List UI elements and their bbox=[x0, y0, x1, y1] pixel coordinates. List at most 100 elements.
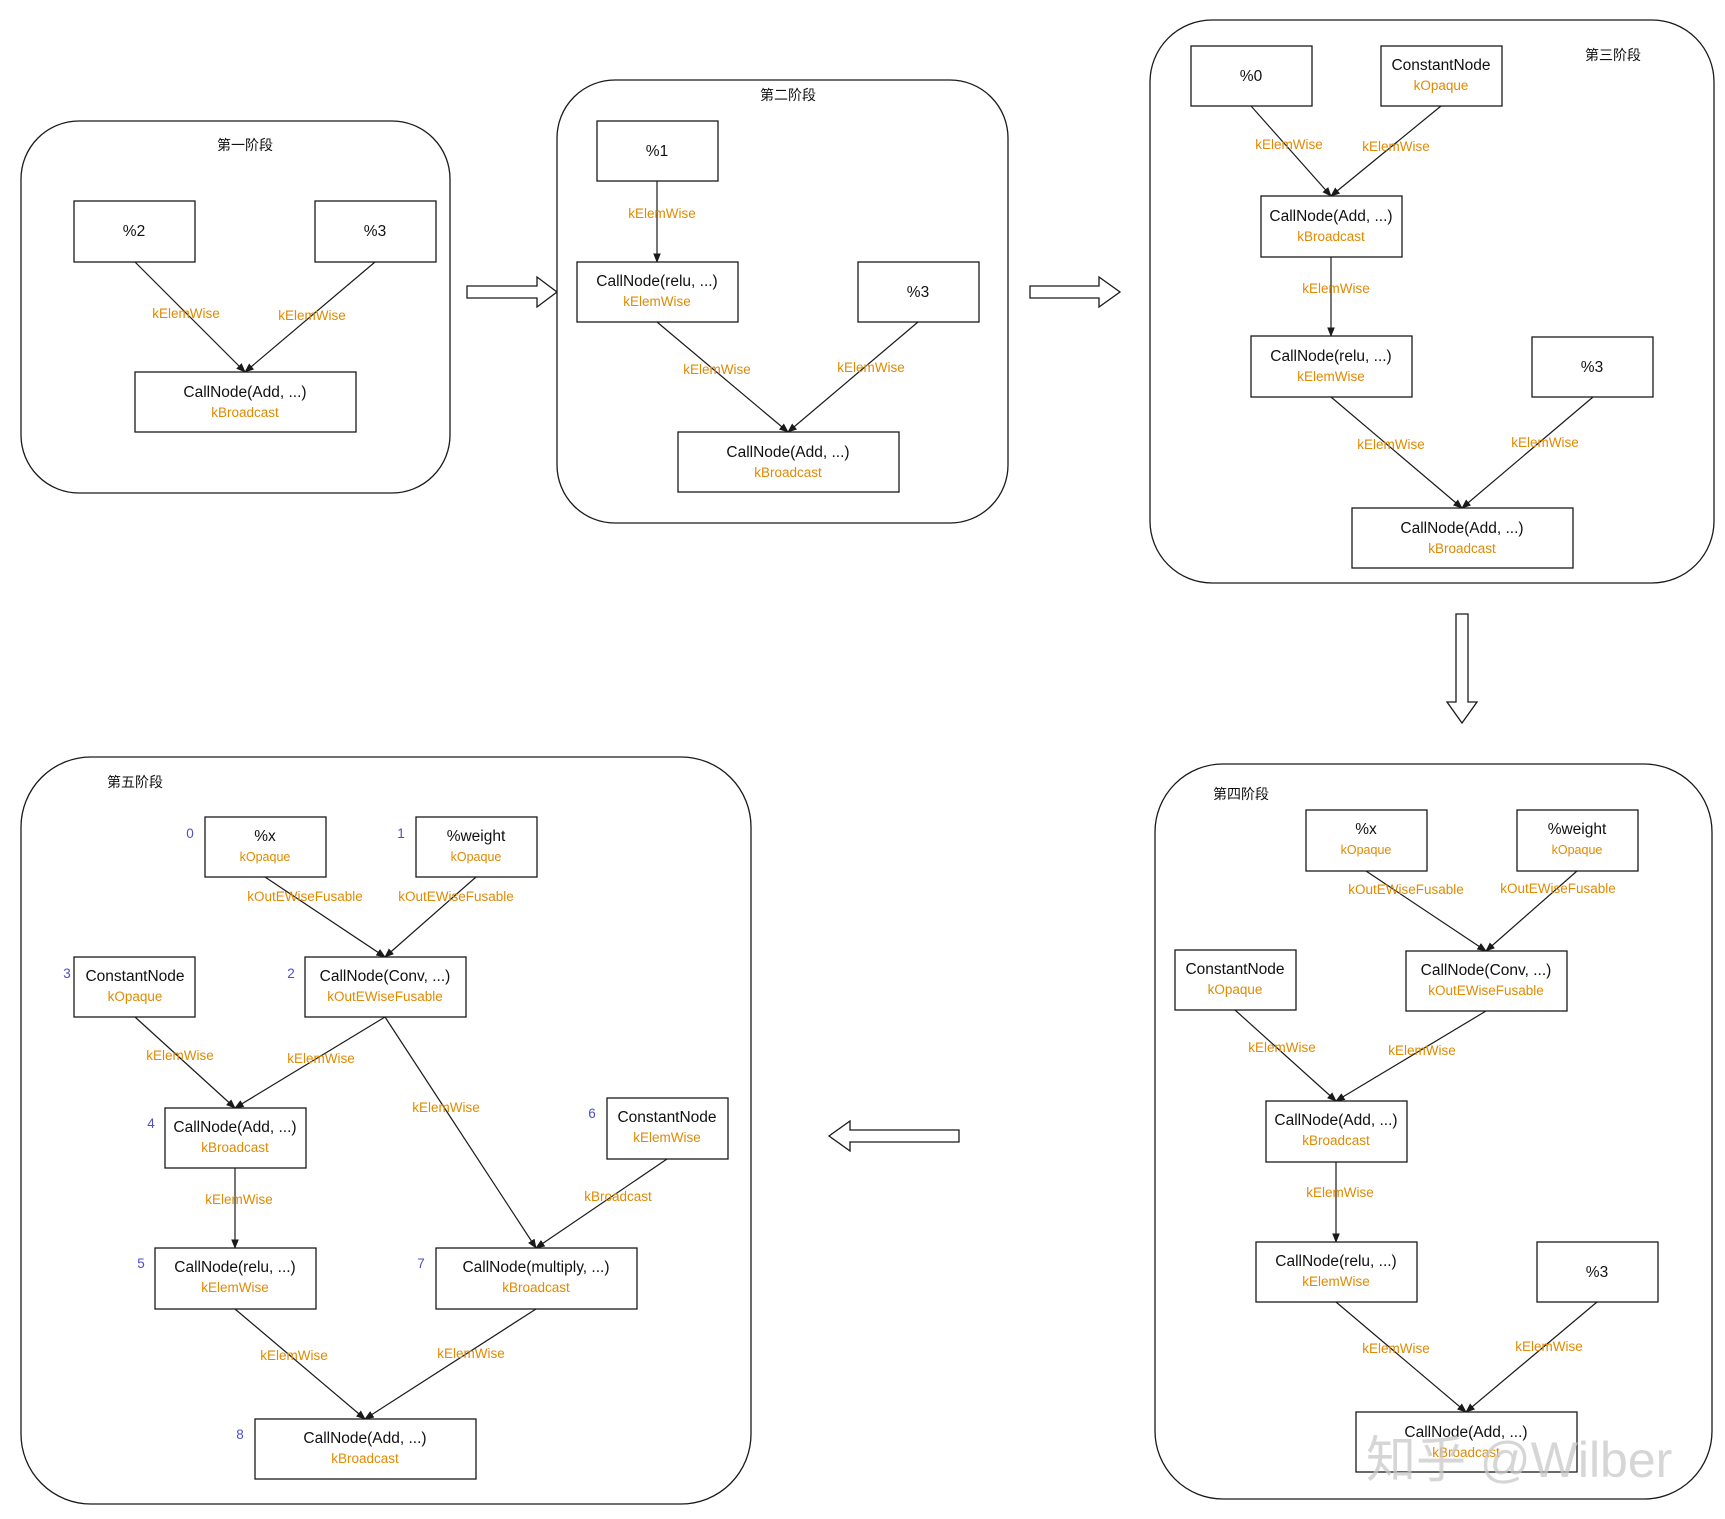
stage-2-title: 第二阶段 bbox=[760, 87, 816, 103]
svg-text:kOpaque: kOpaque bbox=[1208, 982, 1263, 997]
svg-text:kOpaque: kOpaque bbox=[240, 850, 291, 864]
s3-edge-2-label: kElemWise bbox=[1362, 139, 1430, 154]
s5-node-7-multiply: 7 CallNode(multiply, ...) kBroadcast bbox=[417, 1247, 638, 1310]
s4-node-add-1: CallNode(Add, ...) kBroadcast bbox=[1265, 1100, 1408, 1163]
svg-text:kBroadcast: kBroadcast bbox=[1432, 1445, 1500, 1460]
stage-3-title: 第三阶段 bbox=[1585, 47, 1641, 63]
s4-edge-7 bbox=[1465, 1301, 1598, 1413]
svg-text:kOutEWiseFusable: kOutEWiseFusable bbox=[1428, 983, 1544, 998]
s5-edge-5-label: kElemWise bbox=[412, 1100, 480, 1115]
stage-2-panel: 第二阶段 kElemWise kElemWise kElemWise %1 Ca… bbox=[556, 79, 1009, 524]
svg-text:%weight: %weight bbox=[447, 828, 506, 845]
stage-3-panel: 第三阶段 kElemWise kElemWise kElemWise kElem… bbox=[1149, 19, 1715, 584]
svg-text:CallNode(Conv, ...): CallNode(Conv, ...) bbox=[1421, 962, 1552, 979]
svg-text:kOpaque: kOpaque bbox=[1552, 843, 1603, 857]
stage-5-title: 第五阶段 bbox=[107, 774, 163, 790]
svg-text:kOpaque: kOpaque bbox=[108, 989, 163, 1004]
s4-node-relu: CallNode(relu, ...) kElemWise bbox=[1255, 1241, 1418, 1303]
stage-4-panel: 第四阶段 kOutEWiseFusable kOutEWiseFusable k… bbox=[1154, 763, 1713, 1500]
s5-edge-2 bbox=[384, 876, 477, 958]
s5-edge-9 bbox=[364, 1308, 537, 1420]
arrow-stage2-to-stage3 bbox=[1029, 275, 1122, 309]
s4-edge-7-label: kElemWise bbox=[1515, 1339, 1583, 1354]
svg-text:%1: %1 bbox=[646, 143, 668, 160]
s3-node-pct3: %3 bbox=[1531, 336, 1654, 398]
s1-node-pct2: %2 bbox=[73, 200, 196, 263]
s5-edge-9-label: kElemWise bbox=[437, 1346, 505, 1361]
s3-edge-4 bbox=[1330, 396, 1463, 509]
s1-node-add: CallNode(Add, ...) kBroadcast bbox=[134, 371, 357, 433]
s3-node-add-2: CallNode(Add, ...) kBroadcast bbox=[1351, 507, 1574, 569]
stage-5-panel: 第五阶段 kOutEWiseFusable kOutEWiseFusable k… bbox=[20, 756, 752, 1505]
s1-edge-1-label: kElemWise bbox=[152, 306, 220, 321]
s4-node-x: %x kOpaque bbox=[1305, 809, 1428, 872]
s5-edge-7-label: kBroadcast bbox=[584, 1189, 652, 1204]
s5-index-0: 0 bbox=[186, 826, 194, 841]
s5-edge-3-label: kElemWise bbox=[146, 1048, 214, 1063]
s5-index-7: 7 bbox=[417, 1256, 425, 1271]
svg-text:CallNode(Add, ...): CallNode(Add, ...) bbox=[303, 1430, 426, 1447]
s5-edge-4 bbox=[234, 1016, 386, 1109]
s2-node-pct3: %3 bbox=[857, 261, 980, 323]
s5-node-2-conv: 2 CallNode(Conv, ...) kOutEWiseFusable bbox=[287, 956, 467, 1018]
svg-text:kBroadcast: kBroadcast bbox=[1428, 541, 1496, 556]
svg-text:kElemWise: kElemWise bbox=[633, 1130, 701, 1145]
s1-edge-2-label: kElemWise bbox=[278, 308, 346, 323]
s5-edge-8-label: kElemWise bbox=[260, 1348, 328, 1363]
stage-4-title: 第四阶段 bbox=[1213, 786, 1269, 802]
svg-text:kElemWise: kElemWise bbox=[1297, 369, 1365, 384]
s3-edge-2 bbox=[1330, 105, 1442, 197]
s2-node-relu: CallNode(relu, ...) kElemWise bbox=[576, 261, 739, 323]
svg-text:ConstantNode: ConstantNode bbox=[85, 968, 184, 985]
svg-text:kBroadcast: kBroadcast bbox=[1297, 229, 1365, 244]
s4-edge-3-label: kElemWise bbox=[1248, 1040, 1316, 1055]
s5-edge-2-label: kOutEWiseFusable bbox=[398, 889, 514, 904]
svg-text:ConstantNode: ConstantNode bbox=[617, 1109, 716, 1126]
arrow-stage4-to-stage5 bbox=[827, 1119, 960, 1153]
svg-text:%3: %3 bbox=[907, 284, 929, 301]
svg-text:kBroadcast: kBroadcast bbox=[201, 1140, 269, 1155]
s5-edge-3 bbox=[134, 1016, 236, 1109]
svg-text:CallNode(relu, ...): CallNode(relu, ...) bbox=[596, 273, 717, 290]
s4-node-pct3: %3 bbox=[1536, 1241, 1659, 1303]
svg-text:CallNode(Conv, ...): CallNode(Conv, ...) bbox=[320, 968, 451, 985]
s5-index-8: 8 bbox=[236, 1427, 244, 1442]
s3-edge-5 bbox=[1461, 396, 1594, 509]
s5-edge-8 bbox=[234, 1308, 366, 1420]
svg-text:%3: %3 bbox=[1581, 359, 1603, 376]
svg-text:kBroadcast: kBroadcast bbox=[1302, 1133, 1370, 1148]
svg-text:kOutEWiseFusable: kOutEWiseFusable bbox=[327, 989, 443, 1004]
s4-edge-4 bbox=[1335, 1010, 1487, 1102]
svg-text:CallNode(relu, ...): CallNode(relu, ...) bbox=[1275, 1253, 1396, 1270]
svg-text:%x: %x bbox=[1355, 821, 1377, 838]
s3-node-pct0: %0 bbox=[1190, 45, 1313, 107]
svg-text:kElemWise: kElemWise bbox=[623, 294, 691, 309]
svg-text:%3: %3 bbox=[364, 223, 386, 240]
s4-edge-1 bbox=[1365, 870, 1487, 952]
svg-text:kElemWise: kElemWise bbox=[1302, 1274, 1370, 1289]
svg-text:kBroadcast: kBroadcast bbox=[502, 1280, 570, 1295]
s1-edge-2 bbox=[244, 261, 376, 373]
svg-text:%2: %2 bbox=[123, 223, 145, 240]
svg-text:%weight: %weight bbox=[1548, 821, 1607, 838]
s2-edge-2 bbox=[656, 321, 789, 433]
s4-node-add-2: CallNode(Add, ...) kBroadcast bbox=[1355, 1411, 1578, 1473]
s5-node-5-relu: 5 CallNode(relu, ...) kElemWise bbox=[137, 1247, 317, 1310]
s5-node-3-constant: 3 ConstantNode kOpaque bbox=[63, 956, 196, 1018]
s2-node-add: CallNode(Add, ...) kBroadcast bbox=[677, 431, 900, 493]
s3-node-add-1: CallNode(Add, ...) kBroadcast bbox=[1260, 195, 1403, 258]
svg-text:CallNode(Add, ...): CallNode(Add, ...) bbox=[1274, 1112, 1397, 1129]
svg-text:CallNode(Add, ...): CallNode(Add, ...) bbox=[183, 384, 306, 401]
stage-1-title: 第一阶段 bbox=[217, 137, 273, 153]
s5-edge-5 bbox=[384, 1016, 537, 1249]
s5-node-6-constant: 6 ConstantNode kElemWise bbox=[588, 1097, 729, 1160]
s5-edge-1 bbox=[264, 876, 386, 958]
arrow-stage1-to-stage2 bbox=[466, 275, 559, 309]
s5-node-8-add: 8 CallNode(Add, ...) kBroadcast bbox=[236, 1418, 477, 1480]
svg-text:kOpaque: kOpaque bbox=[1414, 78, 1469, 93]
svg-text:CallNode(Add, ...): CallNode(Add, ...) bbox=[1269, 208, 1392, 225]
s4-edge-4-label: kElemWise bbox=[1388, 1043, 1456, 1058]
svg-text:%0: %0 bbox=[1240, 68, 1263, 85]
s2-edge-2-label: kElemWise bbox=[683, 362, 751, 377]
